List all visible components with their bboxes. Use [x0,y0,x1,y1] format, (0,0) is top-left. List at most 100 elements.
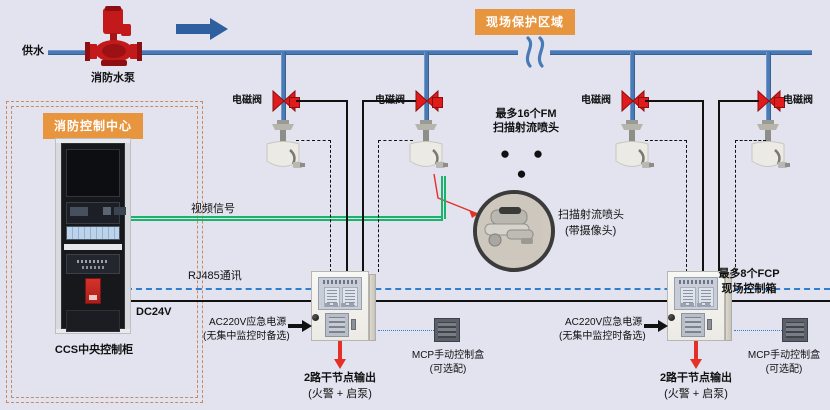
branch-pipe-1 [281,52,286,126]
nozzle-wire-2-h [378,140,413,141]
nozzle-wire-1-v [330,140,331,272]
valve-wire-4-v [718,100,720,272]
nozzle-callout-label-line2: (带摄像头) [565,225,617,237]
jet-nozzle-4[interactable] [745,120,791,178]
mcp-link-right [734,330,782,331]
valve-wire-4-h [718,100,759,102]
fcp-left-knob[interactable] [312,314,319,321]
video-signal-riser-2 [444,176,446,219]
fire-control-center-tag: 消防控制中心 [44,114,143,138]
dc24v-bus-line [126,300,830,302]
valve-wire-2-v [362,100,364,272]
ccs-cabinet-label: CCS中央控制柜 [54,344,134,356]
valve-wire-3-v [702,100,704,272]
fcp-left-side [369,274,376,341]
ccs-rail-right [125,143,130,329]
mcp-box-right[interactable] [782,318,808,342]
mcp-box-left[interactable] [434,318,460,342]
video-signal-line [126,216,443,218]
mcp-label-left-line1: MCP手动控制盒 [411,350,485,361]
ac220v-label-left-line1: AC220V应急电源 [209,317,287,328]
mcp-left-keypad [438,322,456,338]
fcp-left-keypad[interactable] [325,313,349,337]
nozzle-wire-3-v [686,140,687,272]
dry-contact-label-left-line1: 2路干节点输出 [303,372,377,384]
ellipsis-dots: ● ● ● [499,144,553,183]
fcp-right-panel [674,277,718,310]
max-fcp-label-line1: 最多8个FCP [718,268,780,280]
ccs-display-screen [66,149,120,197]
video-signal-label: 视频信号 [191,203,235,215]
rj485-bus-line [126,288,830,290]
solenoid-valve-2[interactable] [415,90,443,112]
branch-pipe-3 [630,52,635,126]
fcp-box-right[interactable] [667,271,733,341]
ccs-indicator-bank [66,226,120,240]
ccs-nameplate-text [77,260,109,263]
valve-wire-2-h [362,100,416,102]
valve-wire-1-h [296,100,347,102]
valve-actuator-3 [638,97,649,108]
nozzle-wire-4-v [735,140,736,272]
solenoid-valve-4[interactable] [757,90,785,112]
valve-wire-1-v [346,100,348,272]
fire-control-center-zone [6,101,203,403]
nozzle-detail-callout [473,190,555,272]
branch-pipe-2 [424,52,429,126]
branch-pipe-4 [766,52,771,126]
valve-actuator-2 [432,97,443,108]
solenoid-valve-label-1: 电磁阀 [232,95,262,106]
fcp-right-knob[interactable] [668,314,675,321]
nozzle-wire-1-h [296,140,331,141]
fire-pump-icon [85,6,142,66]
pipe-break-symbol [525,36,545,68]
rj485-label: RJ485通讯 [188,270,242,282]
ccs-divider-strip [64,244,122,250]
fcp-box-left[interactable] [311,271,377,341]
jet-nozzle-1[interactable] [260,120,306,178]
ac220v-label-left-line2: (无集中监控时备选) [203,331,290,342]
ccs-central-control-cabinet[interactable] [55,138,131,334]
fcp-left-button-row[interactable] [325,303,355,307]
solenoid-valve-3[interactable] [621,90,649,112]
ccs-panel-display [70,207,88,216]
solenoid-valve-label-4: 电磁阀 [783,95,813,106]
ac220v-label-right-line1: AC220V应急电源 [565,317,643,328]
ccs-control-panel [66,202,126,224]
dc24v-label: DC24V [136,306,172,318]
valve-wire-3-h [645,100,703,102]
max-fcp-label-line2: 现场控制箱 [721,283,777,295]
mcp-link-left [378,330,434,331]
flow-direction-arrow [176,18,228,40]
ccs-nameplate [66,254,120,274]
jet-nozzle-2[interactable] [403,120,449,178]
ccs-emergency-module[interactable] [85,278,101,304]
nozzle-wire-2-v [378,140,379,272]
ccs-bay-1 [66,310,120,332]
callout-pointer-line [433,173,479,218]
dry-contact-label-right-line1: 2路干节点输出 [659,372,733,384]
max-fm-nozzles-label-line2: 扫描射流喷头 [493,122,559,134]
fcp-right-side [725,274,732,341]
water-main-pipe-right [550,50,812,55]
dry-contact-label-left-line2: (火警 + 启泵) [308,388,372,400]
nozzle-callout-label-line1: 扫描射流喷头 [558,209,624,221]
solenoid-valve-1[interactable] [272,90,300,112]
ac220v-arrow-left [288,320,312,332]
video-signal-riser [441,176,443,219]
ac220v-arrow-right [644,320,668,332]
jet-nozzle-3[interactable] [609,120,655,178]
nozzle-wire-4-h [735,140,766,141]
field-protection-zone-tag: 现场保护区域 [476,10,575,34]
mcp-label-right-line2: (可选配) [765,364,803,375]
dry-contact-arrow-left [334,341,346,369]
fcp-right-button-row[interactable] [681,303,711,307]
ccs-panel-knob [103,207,111,215]
fcp-left-latch[interactable] [351,319,356,330]
fcp-right-latch[interactable] [707,319,712,330]
fire-pump-label: 消防水泵 [91,72,135,84]
dry-contact-arrow-right [690,341,702,369]
fcp-right-keypad[interactable] [681,313,705,337]
valve-actuator-4 [774,97,785,108]
